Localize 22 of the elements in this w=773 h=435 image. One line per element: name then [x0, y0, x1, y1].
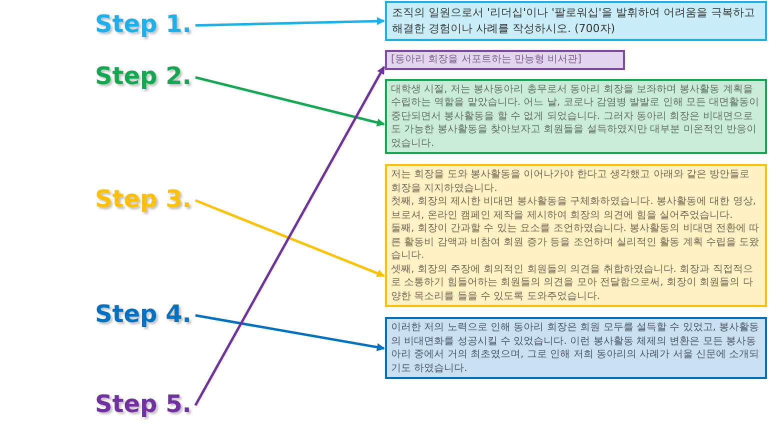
step-label: Step 4. [95, 300, 192, 328]
text-box [385, 164, 767, 308]
text-box [385, 50, 625, 70]
paragraph: 첫째, 회장의 제시한 비대면 봉사활동을 구체화하였습니다. 봉사활동에 대한 영상, 브로셔, 온라인 캠페인 제작을 제시하여 회장의 의견에 힘을 실어주었습니다. [391, 195, 757, 222]
text-box [385, 317, 767, 380]
arrow [195, 17, 385, 27]
step-label: Step 1. [95, 10, 192, 38]
arrow [194, 66, 386, 406]
paragraph: [동아리 회장을 서포트하는 만능형 비서관] [391, 52, 583, 67]
step-label: Step 3. [95, 185, 192, 213]
paragraph: 이러한 저의 노력으로 인해 동아리 회장은 회원 모두를 설득할 수 있었고, 봉사활동의 비대면화를 성공시킬 수 있었습니다. 이런 봉사활동 체제의 변환은 모든 봉사동아리 중에서 거의 최초였으며, 그로 인해 저희 동아리의 사례가 서울 신문에 소개되기도 하였습니다. [391, 321, 760, 376]
arrow [195, 76, 385, 126]
paragraph: 대학생 시절, 저는 봉사동아리 총무로서 동아리 회장을 보좌하며 봉사활동 계획을 수립하는 역할을 맡았습니다. 어느 날, 코로나 감염병 발발로 인해 모든 대면활동이 중단되면서 봉사활동을 할 수 없게 되었습니다. 그러자 동아리 회장은 비대면으로도 가능한 봉사활동을 찾아보자고 회원들을 설득하였지만 대부분 미온적인 반응이었습니다. [391, 82, 760, 150]
step-label: Step 2. [95, 62, 192, 90]
paragraph: 저는 회장을 도와 봉사활동을 이어나가야 한다고 생각했고 아래와 같은 방안들로 회장을 지지하였습니다. [391, 168, 751, 196]
paragraph: 조직의 일원으로서 '리더십'이나 '팔로워십'을 발휘하여 어려움을 극복하고 해결한 경험이나 사례를 작성하시오. (700자) [392, 5, 756, 37]
arrow [194, 199, 385, 278]
arrow [195, 314, 385, 352]
text-box [385, 1, 767, 41]
step-label: Step 5. [95, 390, 192, 418]
paragraph: 셋째, 회장의 주장에 회의적인 회원들의 의견을 취합하였습니다. 회장과 직접적으로 소통하기 힘들어하는 회원들의 의견을 모아 전달함으로써, 회장이 회원들의 다양한 목소리를 들을 수 있도록 도와주었습니다. [391, 262, 754, 304]
paragraph: 둘째, 회장이 간과할 수 있는 요소를 조언하였습니다. 봉사활동의 비대면 전환에 따른 활동비 감액과 비참여 회원 증가 등을 조언하며 실리적인 활동 계획 수립을 도왔습니다. [391, 222, 760, 263]
